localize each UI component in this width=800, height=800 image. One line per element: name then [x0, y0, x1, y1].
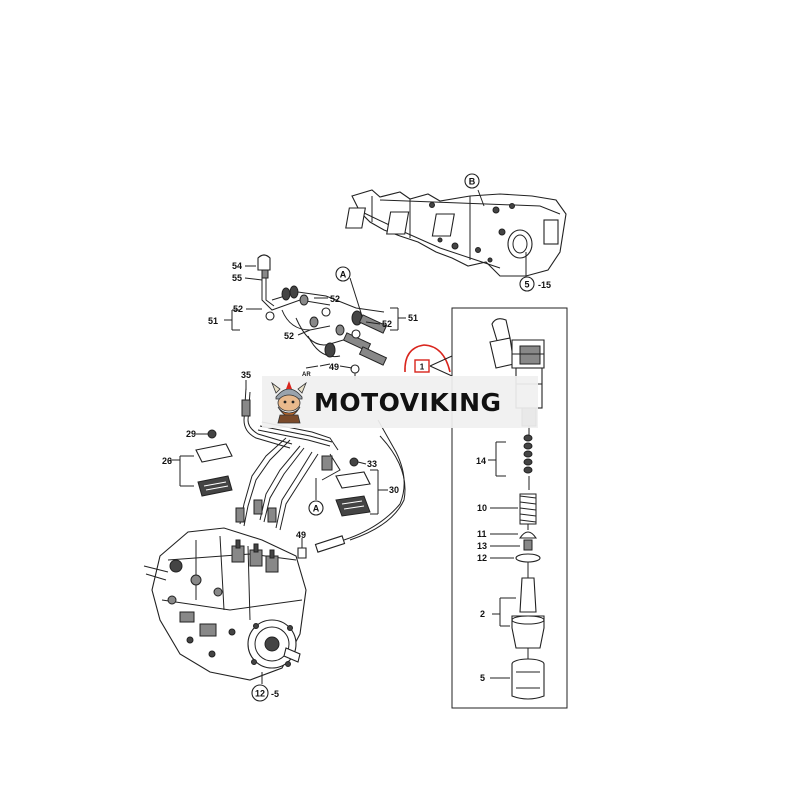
svg-text:A: A — [340, 270, 347, 280]
part-label-49: 49 — [296, 530, 306, 540]
part-label-30: 30 — [389, 485, 399, 495]
ref-5-label: -5 — [271, 689, 279, 699]
svg-text:12: 12 — [255, 689, 265, 699]
callout-circle-a-top: A — [335, 266, 351, 282]
part-label-ar: AR — [302, 372, 311, 378]
part-label-5: 5 — [480, 673, 485, 683]
pipe-clamp-set-left — [170, 429, 233, 497]
part-label-29: 29 — [186, 429, 196, 439]
part-label-14: 14 — [476, 456, 486, 466]
part-label-10: 10 — [477, 503, 487, 513]
svg-text:B: B — [469, 177, 476, 187]
part-label-11: 11 — [477, 529, 487, 539]
part-label-26: 26 — [162, 456, 172, 466]
part-label-52: 52 — [284, 331, 294, 341]
leader-lines-injector — [488, 441, 520, 679]
hollow-bolt-49 — [297, 538, 307, 559]
part-label-55: 55 — [232, 273, 242, 283]
highlight-callout-injector: 1 — [404, 344, 453, 377]
injector-nozzle-exploded-view — [489, 318, 545, 700]
part-label-35: 35 — [241, 370, 251, 380]
brand-banner: MOTOVIKING — [262, 376, 538, 428]
part-label-2: 2 — [480, 609, 485, 619]
part-label-12: 12 — [477, 553, 487, 563]
part-label-13: 13 — [477, 541, 487, 551]
brand-name: MOTOVIKING — [314, 387, 502, 417]
svg-text:5: 5 — [524, 280, 529, 290]
part-label-52: 52 — [233, 304, 243, 314]
callout-circle-a-mid: A — [308, 478, 324, 516]
injector-detail-frame — [451, 307, 568, 709]
svg-text:A: A — [313, 504, 320, 514]
callout-circle-12: 12 — [251, 684, 269, 702]
pipe-clamp-set-right — [335, 457, 388, 517]
part-label-52: 52 — [330, 294, 340, 304]
part-label-49: 49 — [329, 362, 339, 372]
svg-text:1: 1 — [420, 363, 425, 372]
ref-15-label: -15 — [538, 280, 551, 290]
part-label-51: 51 — [408, 313, 418, 323]
leader-lines-top — [224, 265, 406, 369]
part-label-51: 51 — [208, 316, 218, 326]
part-label-54: 54 — [232, 261, 242, 271]
part-label-33: 33 — [367, 459, 377, 469]
viking-mascot-icon — [271, 381, 307, 424]
fuel-injection-pump-drawing — [143, 527, 307, 684]
part-label-52: 52 — [382, 319, 392, 329]
leak-off-pipe-assembly — [257, 254, 388, 380]
cylinder-head-drawing — [345, 189, 567, 277]
callout-circle-b: B — [464, 173, 480, 189]
callout-circle-5-head: 5 — [519, 276, 535, 292]
